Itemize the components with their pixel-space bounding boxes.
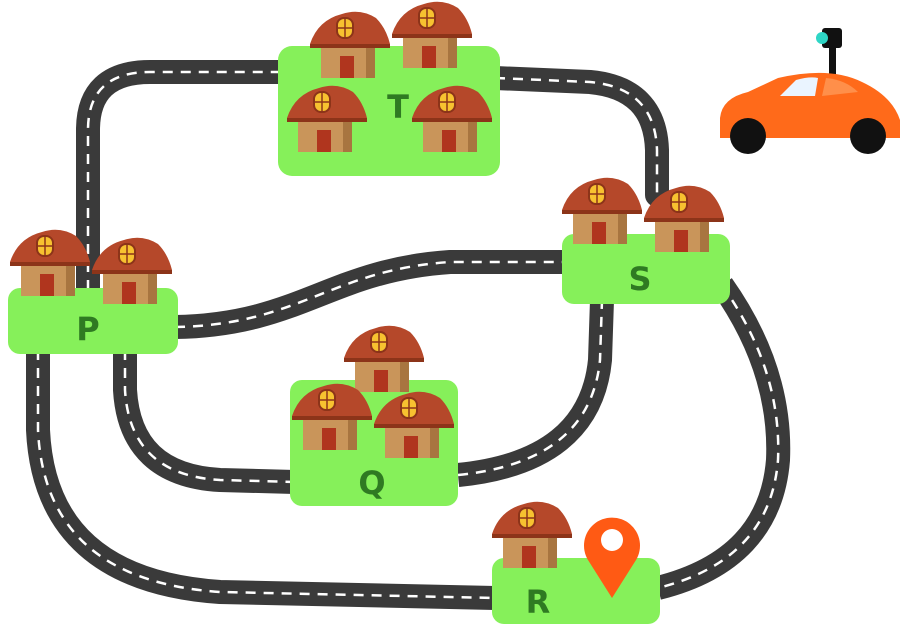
car-icon	[720, 28, 900, 154]
location-pin-icon	[584, 517, 640, 598]
road-q-s	[456, 299, 614, 487]
town-label-s: S	[628, 260, 651, 298]
town-r: R	[491, 500, 660, 624]
town-label-p: P	[76, 310, 99, 348]
road-p-r	[26, 350, 496, 610]
road-p-t	[76, 60, 297, 302]
town-label-r: R	[526, 583, 551, 621]
town-t: T	[278, 0, 500, 176]
town-label-q: Q	[358, 464, 385, 502]
road-network	[26, 60, 791, 610]
town-label-t: T	[387, 88, 409, 126]
road-p-s	[174, 250, 565, 339]
town-s: S	[561, 176, 730, 304]
town-p: P	[8, 228, 178, 354]
road-s-r	[654, 278, 791, 600]
town-q: Q	[290, 324, 458, 506]
road-p-q	[113, 350, 296, 494]
road-t-s	[483, 66, 669, 207]
